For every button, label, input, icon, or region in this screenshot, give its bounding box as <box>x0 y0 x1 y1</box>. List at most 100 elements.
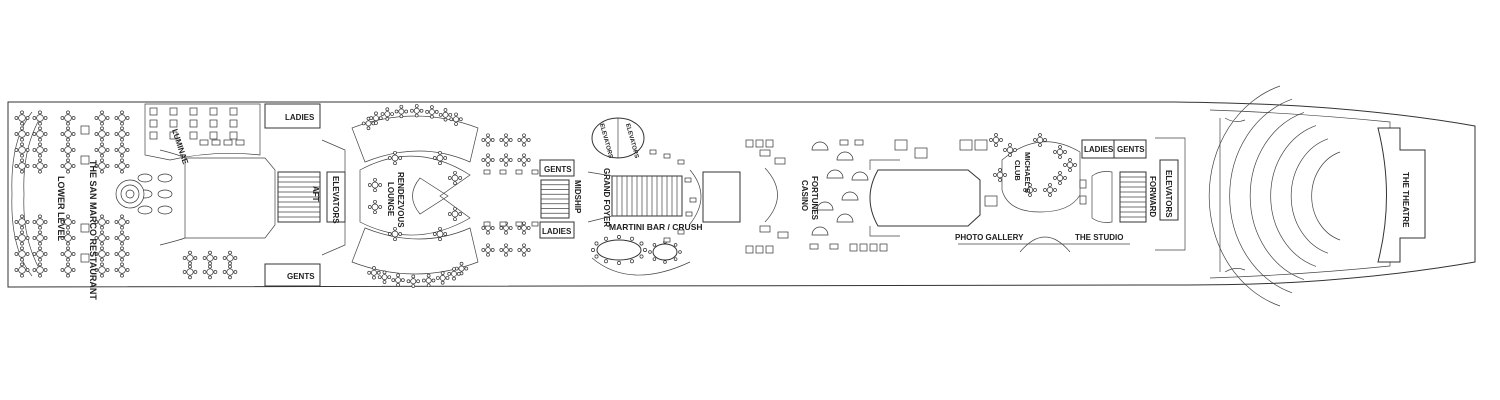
chair <box>66 214 70 219</box>
chair <box>1073 163 1077 167</box>
chair <box>125 164 130 168</box>
chair <box>120 110 124 115</box>
chair <box>490 158 495 162</box>
chair <box>71 236 76 240</box>
chair <box>377 275 382 280</box>
dining-table <box>64 162 72 170</box>
lounge-table <box>391 230 399 238</box>
lower-level-label: LOWER LEVEL <box>56 176 66 242</box>
chair <box>100 169 104 174</box>
chair <box>1003 148 1007 152</box>
chair <box>38 153 42 158</box>
chair <box>382 280 387 284</box>
chair <box>438 226 442 231</box>
chair <box>464 266 469 271</box>
chair <box>373 188 377 193</box>
shop-display <box>859 243 868 252</box>
chair <box>100 126 104 131</box>
chair <box>100 110 104 115</box>
chair <box>458 117 463 122</box>
chair <box>20 225 24 230</box>
lounge-table <box>410 278 417 285</box>
chair <box>228 250 232 255</box>
chair <box>522 142 526 147</box>
chair <box>453 206 457 211</box>
chair <box>406 279 411 284</box>
chair <box>32 236 37 240</box>
chair <box>396 283 400 287</box>
chair <box>438 150 442 155</box>
chair <box>522 221 526 226</box>
chair <box>393 226 397 231</box>
chair <box>208 264 212 269</box>
chair <box>1053 150 1057 154</box>
bar-stool <box>639 254 644 259</box>
chair <box>399 114 404 119</box>
chair <box>114 132 119 136</box>
club-table <box>1026 186 1034 194</box>
stern-curve-inner <box>23 117 41 271</box>
chair <box>517 226 522 230</box>
chair <box>66 121 70 126</box>
chair <box>125 116 130 120</box>
club-table <box>992 136 1000 144</box>
luminae-table <box>149 107 158 116</box>
chair <box>504 142 508 147</box>
dining-table <box>226 254 234 262</box>
chair <box>453 170 457 175</box>
ladies-fwd-label: LADIES <box>1084 145 1114 154</box>
lounge-table <box>458 265 465 272</box>
center-round-table-core <box>125 189 135 199</box>
chair <box>504 230 508 235</box>
cafe-seat <box>499 169 507 175</box>
chair <box>193 270 198 274</box>
display-case <box>974 139 988 151</box>
chair <box>32 252 37 256</box>
gaming-table <box>811 141 829 151</box>
chair <box>14 252 19 256</box>
chair <box>393 161 397 166</box>
chair <box>125 252 130 256</box>
dining-table <box>64 218 72 226</box>
chair <box>504 243 508 248</box>
chair <box>94 164 99 168</box>
dining-table <box>64 250 72 258</box>
bar-stool <box>648 250 652 254</box>
chair <box>233 256 238 260</box>
shop-display <box>879 243 888 252</box>
chair <box>38 158 42 163</box>
chair <box>414 113 419 118</box>
chair <box>105 132 110 136</box>
long-table <box>137 205 153 215</box>
chair <box>32 220 37 224</box>
chair <box>994 133 998 137</box>
chair <box>43 132 48 136</box>
bar-stool <box>630 259 634 264</box>
chair <box>443 232 448 236</box>
chair <box>481 226 486 230</box>
chair <box>456 272 461 276</box>
rendezvous-label-2: LOUNGE <box>386 182 395 217</box>
gents-fwd-room <box>1113 139 1147 159</box>
casino-label-1: FORTUNES <box>810 176 819 221</box>
cafe-seat <box>531 221 539 227</box>
luminae-table <box>169 107 178 116</box>
chair <box>66 169 70 174</box>
chair <box>526 158 531 162</box>
chair <box>367 183 372 187</box>
luminae-table <box>149 131 158 140</box>
luminae-table <box>209 131 218 140</box>
long-table <box>157 189 173 199</box>
chair <box>404 109 409 114</box>
chair <box>486 243 490 248</box>
gallery-arch <box>1019 236 1071 253</box>
slot-bank <box>777 231 789 239</box>
bar-stool <box>604 236 608 241</box>
crush-counter <box>652 243 678 261</box>
chair <box>20 257 24 262</box>
dining-table <box>226 268 234 276</box>
the-theatre <box>1208 85 1426 307</box>
chair <box>100 158 104 163</box>
chair <box>426 283 431 288</box>
chair <box>14 116 19 120</box>
